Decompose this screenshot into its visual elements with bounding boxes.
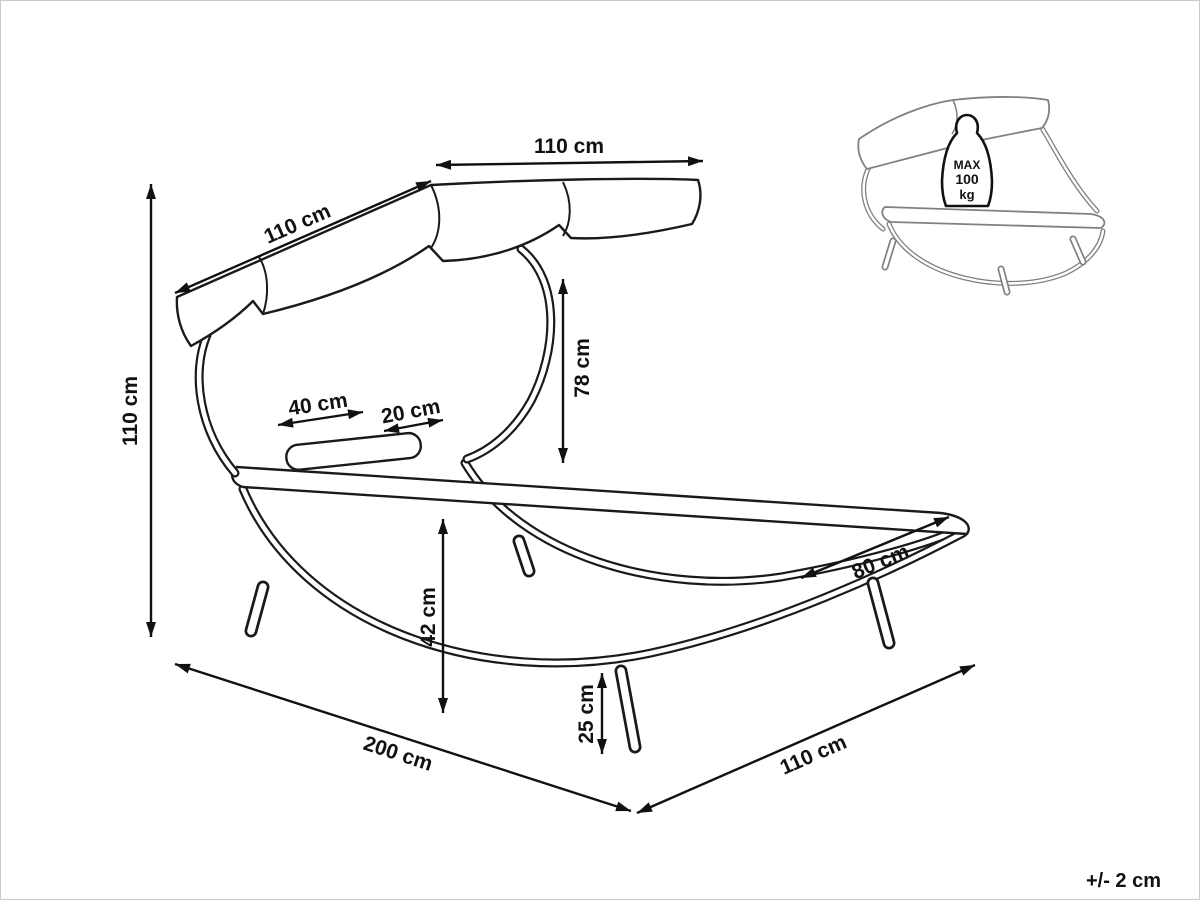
dim-pillow-depth-label: 20 cm [379,395,442,429]
inset-rocker-rail-inner [887,222,1105,285]
max-load-weight-icon [940,113,994,208]
dim-leg-height-label: 25 cm [575,684,598,744]
inset-leg-left-inner [883,239,895,269]
tolerance-note: +/- 2 cm [1086,870,1161,892]
dim-canopy-top-width-arrow [435,156,704,170]
bed-surface [231,465,970,536]
inset-frame-tube-right-inner [1040,126,1099,213]
dim-overall-width-arrow [636,663,976,815]
dim-canopy-clearance-label: 78 cm [571,338,594,398]
frame-tube-left [194,330,240,478]
inset-bed-surface [881,206,1106,229]
inset-leg-right-inner [1071,237,1085,264]
dim-overall-length-label: 200 cm [361,732,436,776]
dim-overall-height-label: 110 cm [119,376,142,446]
max-load-label-line2: 100 [955,171,979,187]
dim-overall-length-arrow [174,662,632,813]
frame-tube-right [462,244,556,464]
frame-tube-left-inner [196,332,238,476]
leg-left-inner [247,583,267,635]
frame-tube-right-inner [464,246,554,462]
dim-bed-end-width-arrow [800,515,950,580]
leg-rear-middle-inner [515,537,533,575]
leg-right-inner [869,579,893,647]
dim-canopy-top-width-label: 110 cm [534,135,604,158]
inset-rocker-rail [886,221,1106,286]
canopy-seam-1 [430,184,441,249]
inset-leg-center-inner [999,267,1009,294]
inset-frame-tube-left-inner [862,165,885,231]
canopy-seam-2 [562,181,571,237]
dim-canopy-side-depth-arrow [174,179,432,295]
main-lounger-drawing [175,177,970,754]
dim-pillow-depth-arrow [383,417,444,434]
dim-overall-width-label: 110 cm [777,730,850,779]
max-load-label-line3: kg [959,187,974,202]
inset-canopy [857,96,1051,170]
max-load-label-line1: MAX [954,158,981,172]
inset-canopy-seam [951,99,958,135]
inset-max-load-view: MAX 100 kg [857,96,1106,296]
dim-pillow-width-arrow [277,409,364,428]
pillow [285,431,422,471]
dim-bed-height-label: 42 cm [417,587,440,647]
